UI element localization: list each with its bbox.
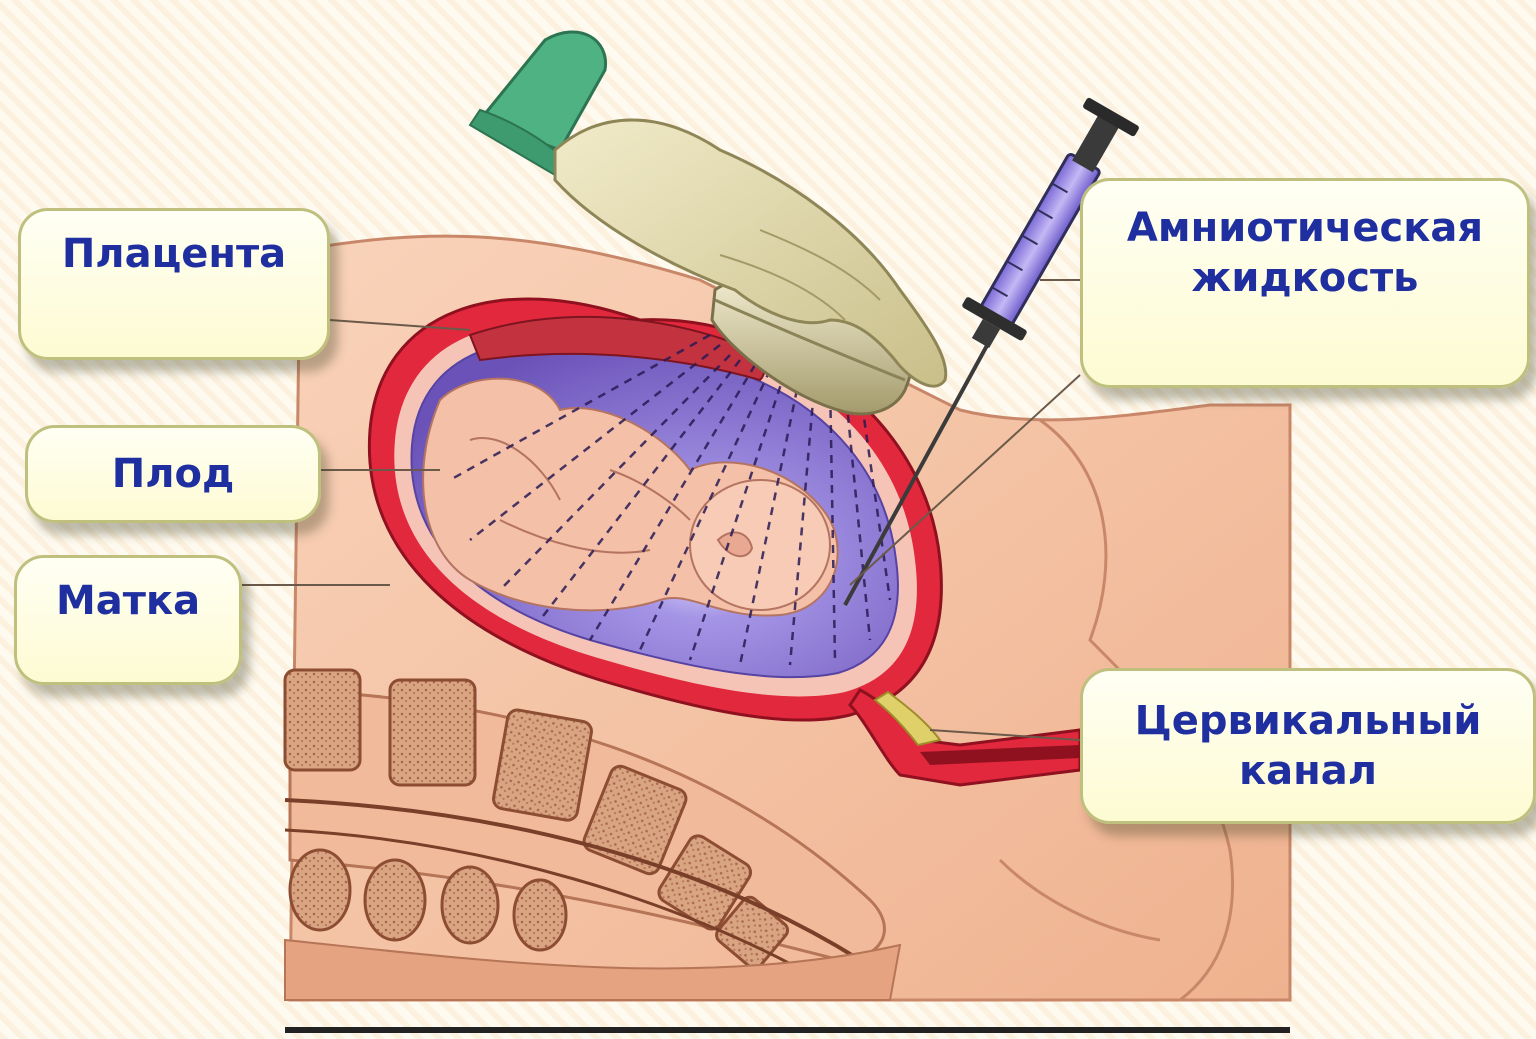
label-placenta-text: Плацента — [62, 229, 286, 279]
label-amniotic-fluid: Амниотическая жидкость — [1080, 178, 1530, 388]
label-fetus: Плод — [25, 425, 321, 523]
label-cervical-canal-line1: Цервикальный — [1135, 696, 1482, 746]
label-fetus-text: Плод — [112, 449, 235, 499]
label-uterus-text: Матка — [56, 576, 200, 626]
label-uterus: Матка — [14, 555, 242, 685]
label-placenta: Плацента — [18, 208, 330, 360]
label-cervical-canal-line2: канал — [1239, 746, 1377, 796]
label-amniotic-fluid-line2: жидкость — [1192, 253, 1419, 303]
label-cervical-canal: Цервикальный канал — [1080, 668, 1536, 824]
label-amniotic-fluid-line1: Амниотическая — [1127, 203, 1483, 253]
